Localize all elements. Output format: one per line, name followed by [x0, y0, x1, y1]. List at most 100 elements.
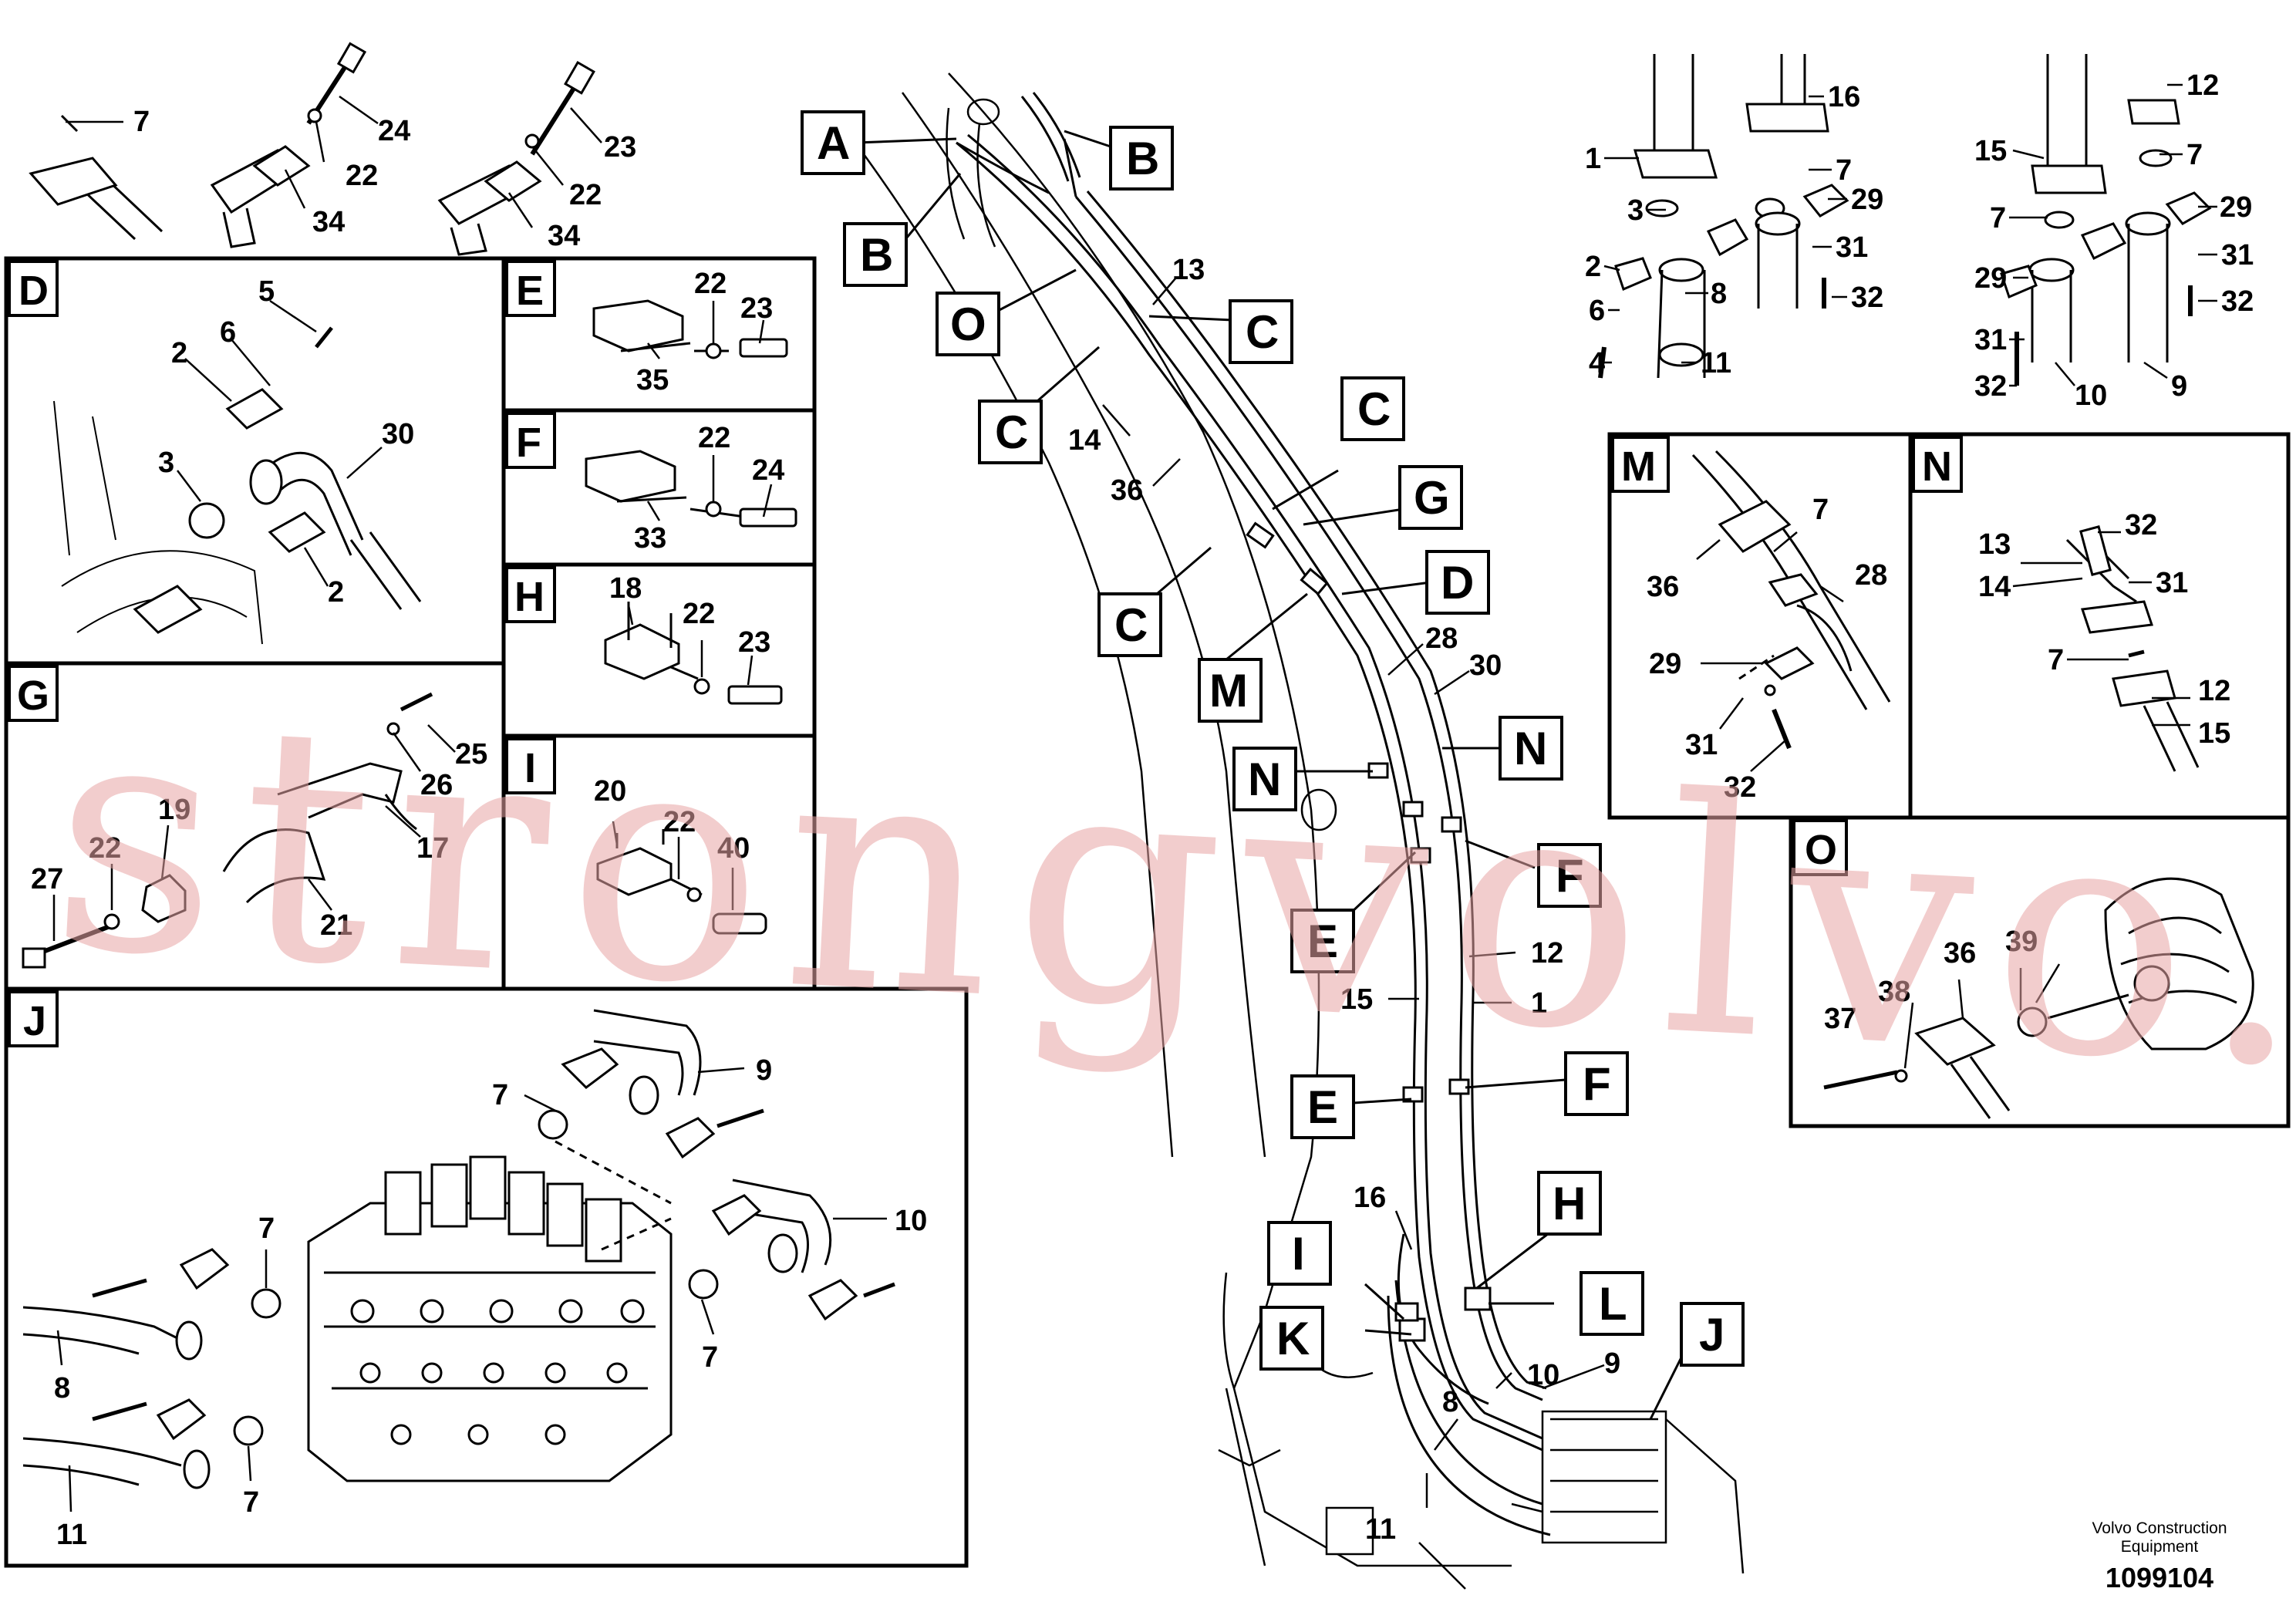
ref-label: 13 — [1172, 254, 1205, 286]
ref-label: 3 — [1627, 194, 1644, 227]
panel-letter-j: J — [23, 998, 46, 1044]
ref-label: 12 — [1531, 937, 1563, 969]
ref-label: 30 — [382, 418, 414, 450]
ref-label: 7 — [492, 1079, 508, 1111]
callout-letter: N — [1248, 754, 1281, 805]
ref-label: 13 — [1978, 528, 2011, 561]
ref-label: 34 — [312, 206, 345, 238]
ref-label: 12 — [2198, 675, 2230, 707]
panel-letter-d: D — [19, 268, 49, 314]
top-right-drawing — [1598, 54, 2212, 386]
ref-label: 10 — [2075, 379, 2107, 412]
ref-label: 7 — [1836, 154, 1852, 187]
panel-letter-boxes — [8, 260, 556, 1047]
callout-letter: F — [1556, 850, 1584, 902]
ref-label: 11 — [56, 1519, 87, 1551]
ref-label: 20 — [594, 775, 626, 808]
panel-frames-right — [1607, 432, 2291, 1128]
panel-j-drawing — [22, 1009, 895, 1489]
ref-label: 22 — [683, 598, 715, 630]
top-left-ref-labels: 7 24 22 34 23 22 34 — [133, 106, 636, 252]
ref-label: 32 — [2221, 285, 2254, 318]
ref-label: 7 — [133, 106, 150, 138]
panel-letter-m: M — [1621, 443, 1656, 490]
ref-label: 31 — [1685, 729, 1718, 761]
ref-label: 27 — [31, 863, 63, 895]
callout-letter: E — [1307, 1081, 1338, 1133]
ref-label: 31 — [1974, 324, 2007, 356]
ref-label: 22 — [569, 179, 602, 211]
ref-label: 19 — [158, 794, 190, 826]
panel-d-leaders — [177, 299, 383, 587]
ref-label: 2 — [328, 576, 344, 609]
ref-label: 8 — [1442, 1386, 1458, 1418]
ref-label: 24 — [752, 454, 784, 487]
panel-letter-e: E — [516, 268, 544, 314]
panel-letter-boxes-right — [1611, 436, 1963, 876]
ref-label: 14 — [1978, 571, 2011, 603]
ref-label: 6 — [1589, 295, 1605, 327]
ref-label: 16 — [1828, 81, 1860, 113]
ref-label: 10 — [1527, 1359, 1559, 1391]
panel-efhi-ref-labels: 22 23 35 22 24 33 18 22 23 20 22 40 — [594, 268, 784, 865]
ref-label: 32 — [1851, 282, 1883, 314]
callout-letter: D — [1441, 557, 1474, 609]
ref-label: 32 — [1724, 771, 1756, 804]
callout-letter: H — [1553, 1178, 1586, 1229]
panel-efhi-leaders — [612, 301, 773, 910]
panel-letter-i: I — [524, 745, 536, 791]
ref-label: 7 — [258, 1212, 275, 1245]
ref-label: 9 — [1604, 1347, 1620, 1380]
ref-label: 28 — [1425, 622, 1458, 655]
ref-label: 15 — [1974, 135, 2007, 167]
panel-letters-right: M N O — [1621, 443, 1952, 873]
ref-label: 36 — [1111, 474, 1143, 507]
ref-label: 22 — [698, 422, 730, 454]
ref-label: 16 — [1354, 1182, 1386, 1214]
boom-leaders — [855, 130, 1683, 1420]
ref-label: 36 — [1647, 571, 1679, 603]
ref-label: 29 — [2220, 191, 2252, 224]
ref-label: 32 — [2125, 509, 2157, 541]
footer: Volvo Construction Equipment 1099104 — [2092, 1519, 2227, 1593]
panel-mno-drawing — [1691, 450, 2254, 1119]
ref-label: 37 — [1824, 1003, 1856, 1035]
boom-hoses — [956, 92, 1551, 1536]
panel-g-ref-labels: 19 22 27 21 26 25 17 — [31, 738, 487, 942]
ref-label: 29 — [1851, 184, 1883, 216]
callout-letter: N — [1514, 723, 1547, 774]
callout-letter: O — [950, 298, 986, 350]
ref-label: 36 — [1944, 937, 1976, 969]
ref-label: 26 — [420, 769, 453, 801]
ref-label: 22 — [694, 268, 727, 300]
ref-label: 15 — [2198, 717, 2230, 750]
callout-letter: J — [1699, 1309, 1725, 1361]
ref-label: 7 — [1990, 202, 2006, 234]
ref-label: 39 — [2005, 926, 2038, 958]
ref-label: 25 — [455, 738, 487, 771]
callout-letter: C — [1114, 599, 1148, 651]
ref-label: 6 — [220, 316, 236, 349]
ref-label: 30 — [1469, 649, 1502, 682]
callout-letter: C — [1357, 383, 1391, 435]
panel-g-leaders — [52, 724, 456, 941]
panel-letter-g: G — [17, 673, 49, 719]
ref-label: 38 — [1878, 976, 1910, 1008]
ref-label: 4 — [1589, 347, 1605, 379]
ref-label: 35 — [636, 364, 669, 396]
ref-label: 7 — [243, 1486, 259, 1519]
ref-label: 21 — [320, 909, 352, 942]
ref-label: 22 — [89, 832, 121, 865]
callout-letter: I — [1292, 1228, 1305, 1280]
ref-label: 15 — [1340, 983, 1373, 1016]
ref-label: 18 — [609, 572, 642, 605]
drawing-number: 1099104 — [2106, 1562, 2213, 1593]
panel-letter-n: N — [1922, 443, 1952, 490]
boom-callout-boxes — [801, 110, 1745, 1371]
callout-letter: K — [1276, 1313, 1310, 1364]
top-right-ref-labels: 16 1 7 3 29 31 2 8 32 6 4 11 12 15 7 29 … — [1585, 69, 2254, 412]
panel-j-ref-labels: 9 7 10 7 8 7 7 11 — [54, 1054, 927, 1551]
ref-label: 23 — [604, 131, 636, 164]
ref-label: 31 — [2156, 567, 2188, 599]
ref-label: 23 — [738, 626, 770, 659]
